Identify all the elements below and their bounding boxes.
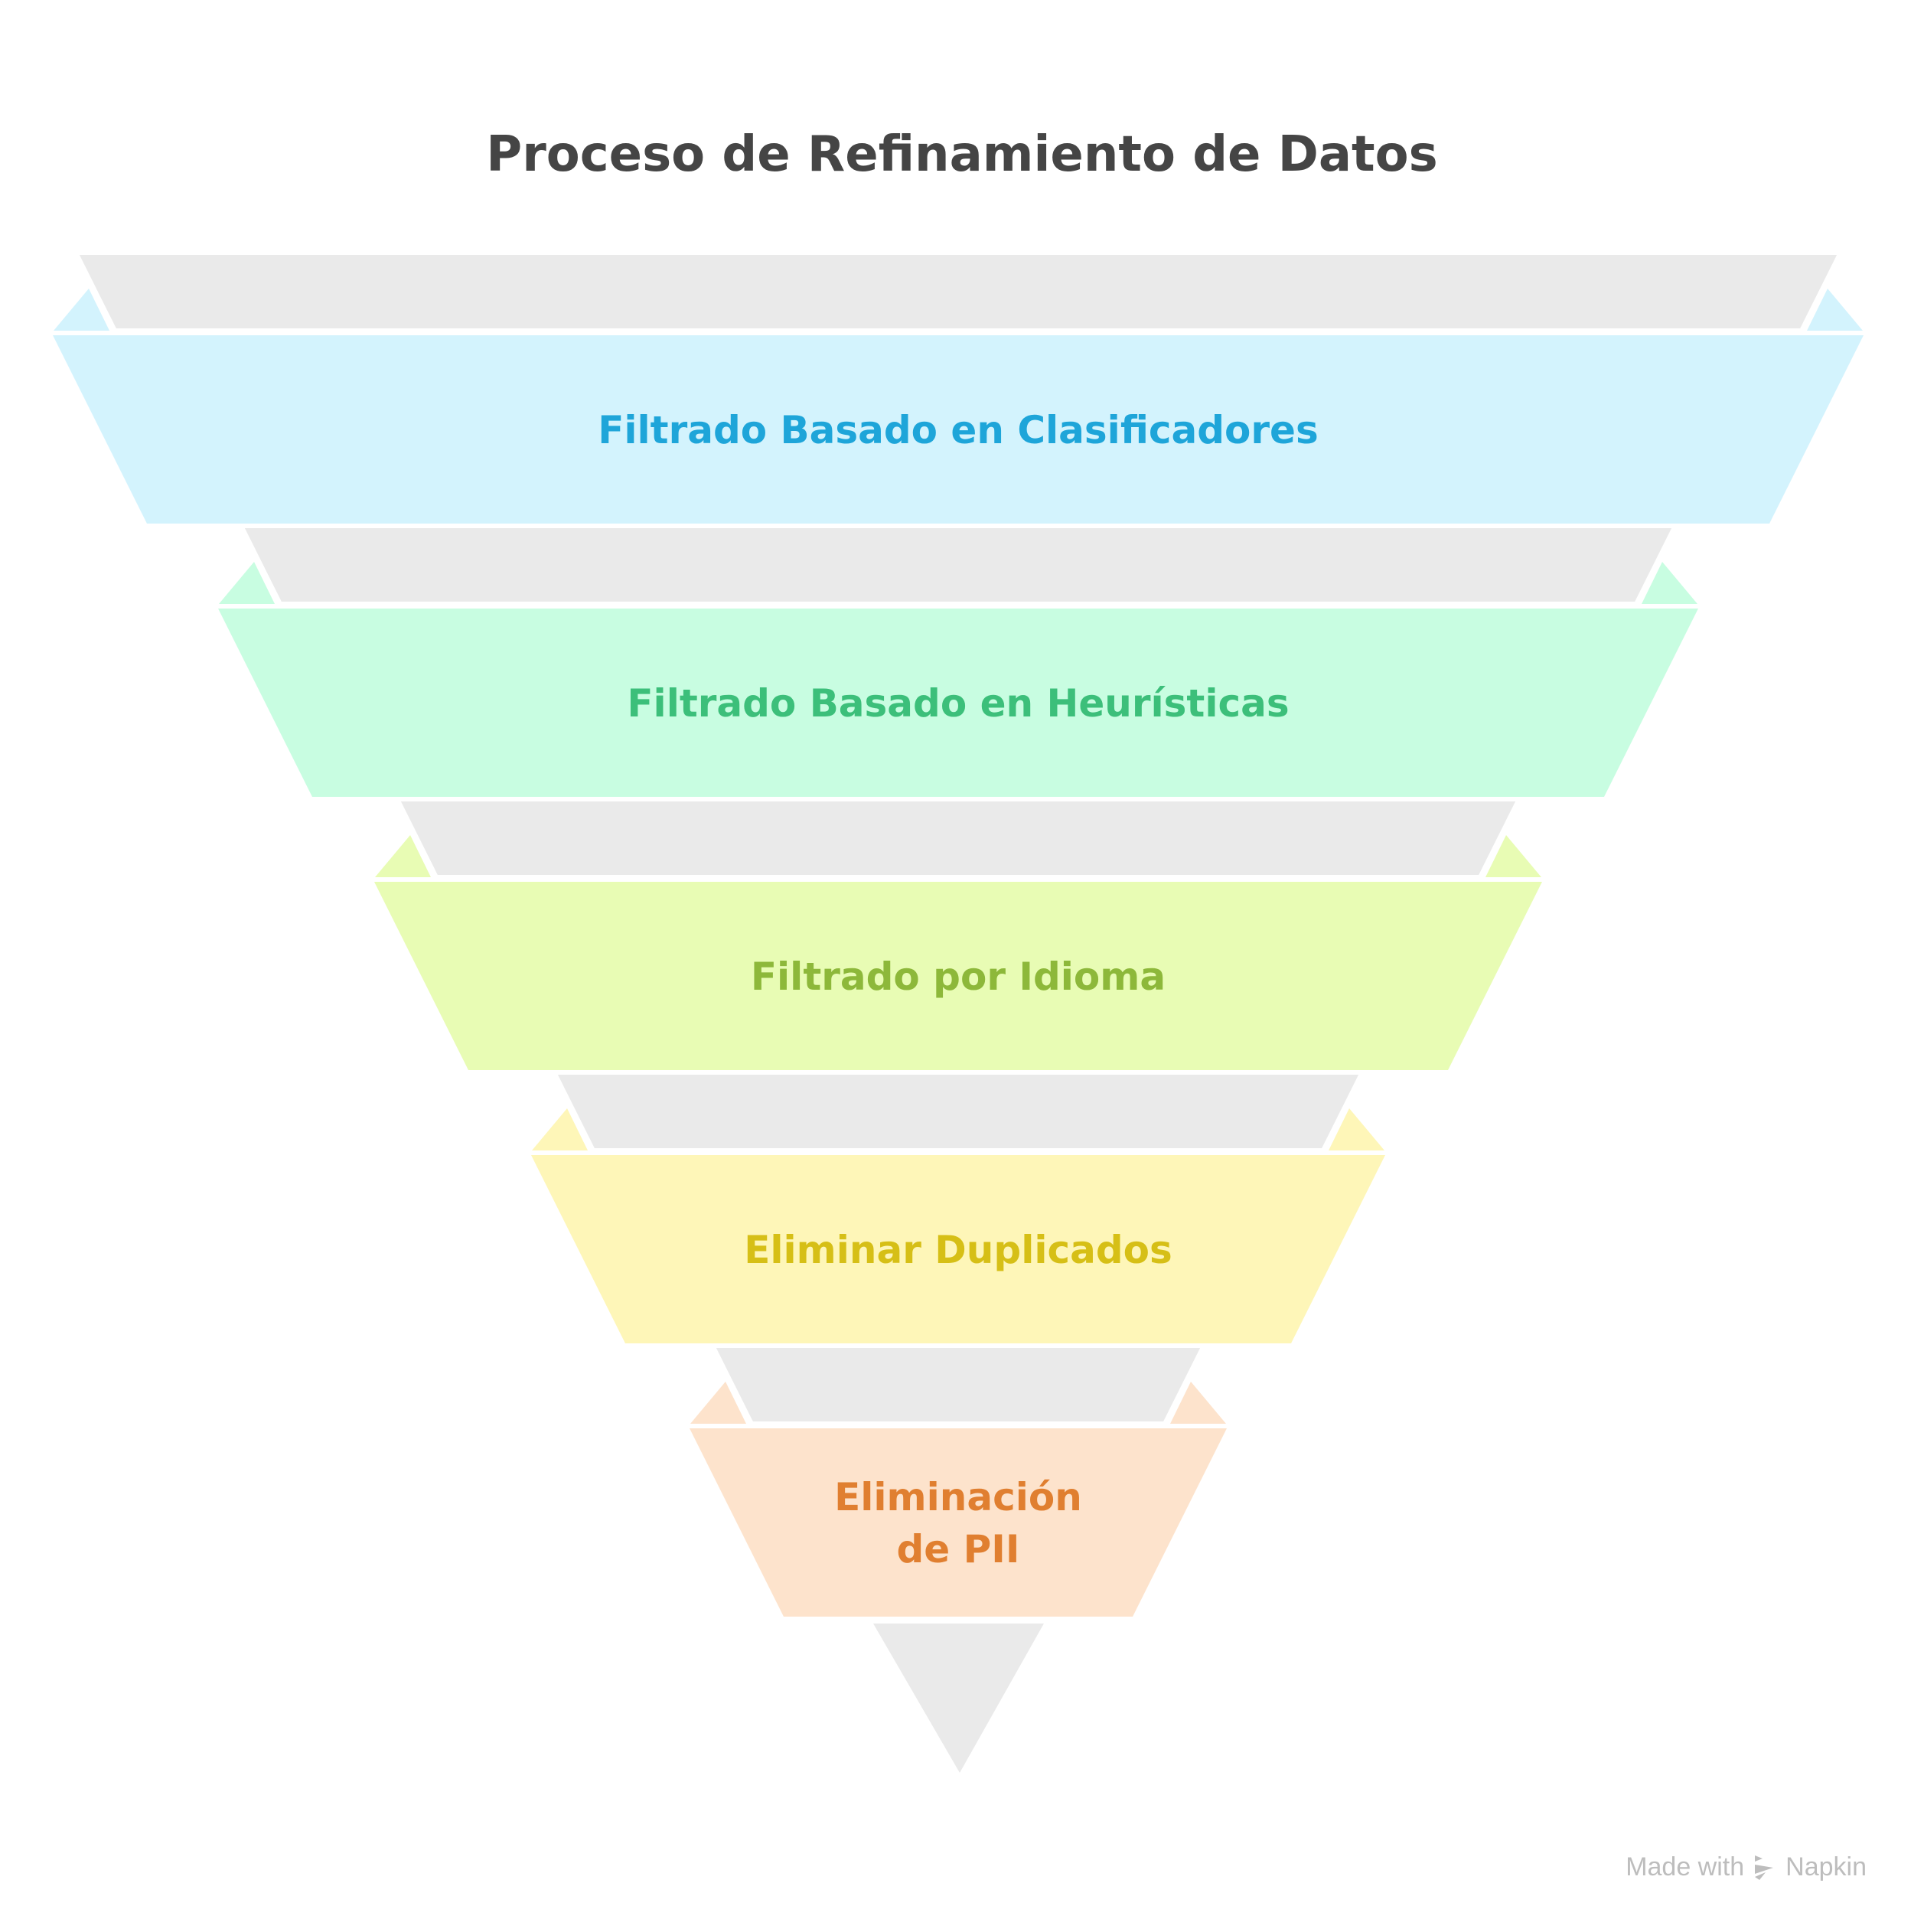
stage-corner-left: [690, 1382, 746, 1424]
stage-band: [531, 1155, 1385, 1343]
gray-band: [237, 524, 1679, 606]
stage-corner-left: [54, 289, 109, 331]
napkin-brand-text: Napkin: [1785, 1852, 1867, 1881]
stage-band: [218, 609, 1698, 797]
stage-band: [374, 882, 1542, 1070]
stage-corner-left: [375, 835, 431, 877]
stage-label: de PII: [897, 1527, 1020, 1571]
stage-corner-right: [1807, 289, 1863, 331]
stage-label: Eliminar Duplicados: [744, 1228, 1172, 1272]
funnel-tip: [873, 1624, 1044, 1773]
gray-band: [550, 1070, 1366, 1153]
stage-corner-right: [1170, 1382, 1226, 1424]
stage-label: Filtrado por Idioma: [751, 955, 1166, 999]
gray-band: [709, 1343, 1208, 1426]
stage-corner-right: [1642, 562, 1697, 604]
diagram-title: Proceso de Refinamiento de Datos: [486, 126, 1438, 183]
stage-corner-left: [532, 1108, 588, 1150]
stage-label: Filtrado Basado en Clasificadores: [598, 408, 1318, 452]
stage-corner-right: [1485, 835, 1541, 877]
gray-band: [393, 797, 1523, 880]
gray-band: [72, 250, 1844, 333]
stage-label: Filtrado Basado en Heurísticas: [627, 681, 1289, 726]
stage-corner-left: [219, 562, 275, 604]
napkin-logo-icon: [1755, 1855, 1774, 1880]
stage-label: Eliminación: [834, 1475, 1082, 1519]
stage-band: [690, 1428, 1227, 1617]
stage-corner-right: [1329, 1108, 1384, 1150]
stage-band: [53, 335, 1864, 524]
made-with-text: Made with: [1626, 1852, 1745, 1881]
napkin-watermark: Made with Napkin: [1626, 1852, 1867, 1882]
